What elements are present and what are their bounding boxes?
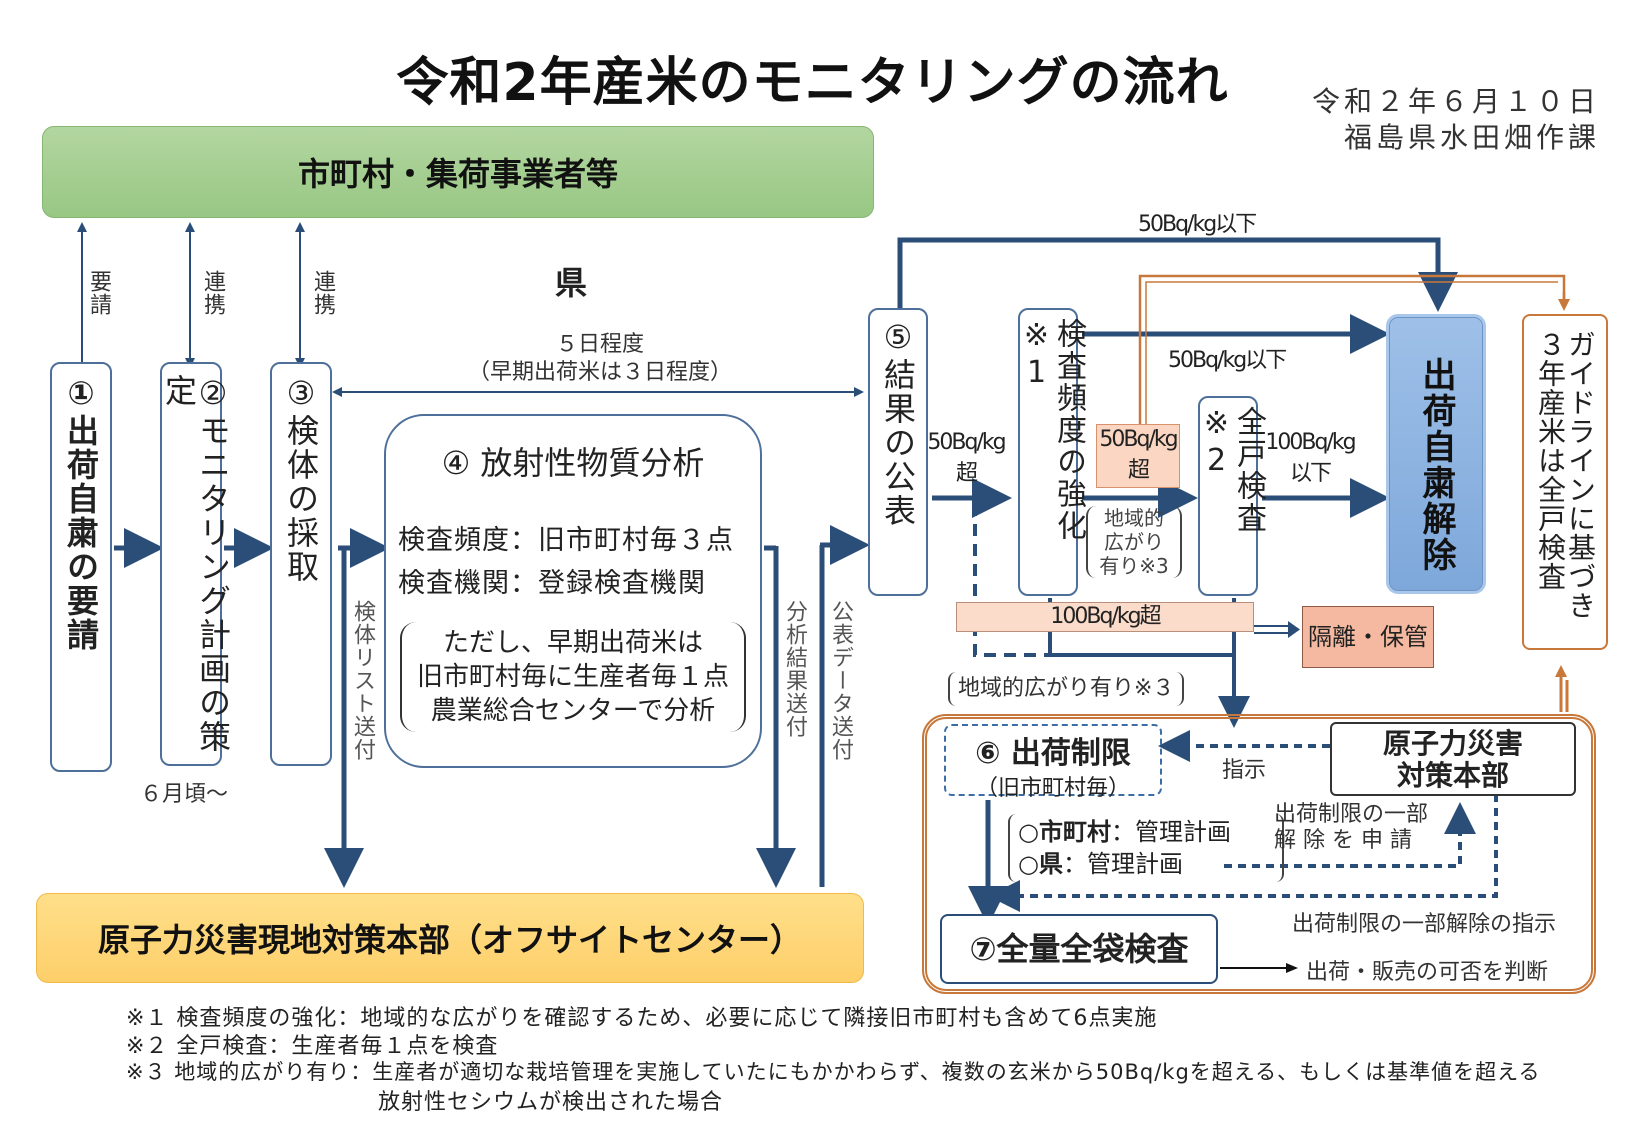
apply-partial-release: 出荷制限の一部 解 除 を 申 請 <box>1274 802 1428 854</box>
pref-label: ○県 <box>1018 850 1063 878</box>
step-3-label: ③検体の採取 <box>282 374 320 584</box>
all-household-label: 全戸検査※2 <box>1199 406 1266 534</box>
city-plan-row: ○市町村：管理計画 <box>1018 816 1274 848</box>
footnote-3-continued: 放射性セシウムが検出された場合 <box>378 1090 724 1115</box>
threshold-value: 100Bq/kg <box>1265 430 1356 455</box>
nuclear-hq-box: 原子力災害 対策本部 <box>1330 722 1576 796</box>
threshold-value: 50Bq/kg <box>1099 427 1178 452</box>
department-line: 福島県水田畑作課 <box>1343 121 1600 154</box>
threshold-condition: 超 <box>1127 458 1150 483</box>
regional-spread-line: 広がり <box>1104 530 1164 554</box>
regional-spread-note: 地域的 広がり 有り※3 <box>1086 506 1182 578</box>
guideline-box: ガイドラインに基づき３年産米は全戸検査 <box>1522 314 1608 650</box>
regional-spread-label: 地域的広がり有り※３ <box>948 672 1185 706</box>
analysis-result-label: 分析結果送付 <box>782 600 807 738</box>
inspection-agency: 検査機関：登録検査機関 <box>398 568 706 599</box>
step-5-box: ⑤結果の公表 <box>868 308 928 596</box>
step-5-label: ⑤結果の公表 <box>879 318 917 528</box>
municipality-box: 市町村・集荷事業者等 <box>42 126 874 218</box>
guideline-label: ガイドラインに基づき３年産米は全戸検査 <box>1534 330 1597 620</box>
early-rice-note-line: 農業総合センターで分析 <box>430 696 716 726</box>
step-6-title: ⑥ 出荷制限 <box>975 736 1131 771</box>
early-rice-note: ただし、早期出荷米は 旧市町村毎に生産者毎１点 農業総合センターで分析 <box>400 622 746 732</box>
sample-list-label: 検体リスト送付 <box>350 600 375 761</box>
release-box: 出荷自粛解除 <box>1386 314 1486 594</box>
threshold-condition: 超 <box>955 461 978 486</box>
step-2-label: ②モニタリング計画の策定 <box>160 374 232 754</box>
over-100-bar: 100Bq/kg超 <box>956 602 1254 632</box>
partial-release-instruction: 出荷制限の一部解除の指示 <box>1292 912 1557 937</box>
cooperation-label: 連携 <box>310 270 335 316</box>
early-rice-note-line: ただし、早期出荷米は <box>442 628 703 658</box>
step-7-box: ⑦全量全袋検査 <box>940 914 1218 984</box>
date-line: 令和２年６月１０日 <box>1311 85 1600 118</box>
threshold-condition: 以下 <box>1289 461 1332 486</box>
step-1-label: ①出荷自粛の要請 <box>62 374 100 652</box>
step-2-box: ②モニタリング計画の策定 <box>160 362 232 766</box>
city-label: ○市町村 <box>1018 818 1111 846</box>
issue-date: 令和２年６月１０日 福島県水田畑作課 <box>1300 84 1600 156</box>
over-50-label: 50Bq/kg 超 <box>926 430 1006 487</box>
restriction-area-frame <box>922 714 1596 994</box>
step-6-box: ⑥ 出荷制限 （旧市町村毎） <box>944 724 1162 801</box>
management-plan-bracket: ○市町村：管理計画 ○県：管理計画 <box>1008 814 1284 882</box>
judgement-label: 出荷・販売の可否を判断 <box>1306 960 1549 985</box>
step-1-box: ①出荷自粛の要請 <box>50 362 112 772</box>
isolation-storage-box: 隔離・保管 <box>1302 606 1434 668</box>
intensified-inspection-box: 検査頻度の強化※1 <box>1018 308 1086 596</box>
footnote-2: ※２ 全戸検査：生産者毎１点を検査 <box>126 1034 499 1059</box>
over-50-condition-box: 50Bq/kg 超 <box>1096 424 1180 488</box>
le100-label: 100Bq/kg 以下 <box>1262 430 1358 487</box>
step-3-box: ③検体の採取 <box>270 362 332 766</box>
footnote-1: ※１ 検査頻度の強化：地域的な広がりを確認するため、必要に応じて隣接旧市町村も含… <box>126 1006 1158 1031</box>
instruction-label: 指示 <box>1222 758 1267 783</box>
turnaround-days-early: （早期出荷米は３日程度） <box>467 360 732 385</box>
prefecture-label: 県 <box>555 264 588 302</box>
all-household-box: 全戸検査※2 <box>1198 396 1266 596</box>
le50-top-label: 50Bq/kg以下 <box>1138 212 1257 237</box>
public-data-label: 公表データ送付 <box>828 600 853 761</box>
nuclear-hq-line: 対策本部 <box>1396 759 1509 792</box>
step-6-subtitle: （旧市町村毎） <box>975 776 1130 801</box>
early-rice-note-line: 旧市町村毎に生産者毎１点 <box>416 662 729 692</box>
step-2-timing: ６月頃〜 <box>140 782 229 807</box>
le50-mid-label: 50Bq/kg以下 <box>1168 348 1287 373</box>
footnote-3: ※３ 地域的広がり有り：生産者が適切な栽培管理を実施していたにもかかわらず、複数… <box>126 1060 1541 1084</box>
apply-partial-line: 出荷制限の一部 <box>1274 802 1429 827</box>
request-label: 要請 <box>86 270 111 316</box>
pref-plan: ：管理計画 <box>1062 850 1183 878</box>
nuclear-hq-line: 原子力災害 <box>1382 727 1523 760</box>
step-4-title: ④ 放射性物質分析 <box>441 444 705 482</box>
release-label: 出荷自粛解除 <box>1416 357 1456 573</box>
turnaround-days: ５日程度 <box>555 332 644 357</box>
regional-spread-line: 地域的 <box>1104 506 1164 530</box>
threshold-value: 50Bq/kg <box>927 430 1006 455</box>
page-title: 令和2年産米のモニタリングの流れ <box>396 53 1229 113</box>
intensified-inspection-label: 検査頻度の強化※1 <box>1019 318 1086 542</box>
inspection-frequency: 検査頻度：旧市町村毎３点 <box>398 525 734 556</box>
city-plan: ：管理計画 <box>1110 818 1231 846</box>
regional-spread-line: 有り※3 <box>1099 554 1169 578</box>
apply-partial-line: 解 除 を 申 請 <box>1274 828 1412 853</box>
cooperation-label: 連携 <box>200 270 225 316</box>
offsite-center-box: 原子力災害現地対策本部（オフサイトセンター） <box>36 893 864 983</box>
step-4-box: ④ 放射性物質分析 検査頻度：旧市町村毎３点 検査機関：登録検査機関 ただし、早… <box>384 414 762 768</box>
pref-plan-row: ○県：管理計画 <box>1018 848 1274 880</box>
